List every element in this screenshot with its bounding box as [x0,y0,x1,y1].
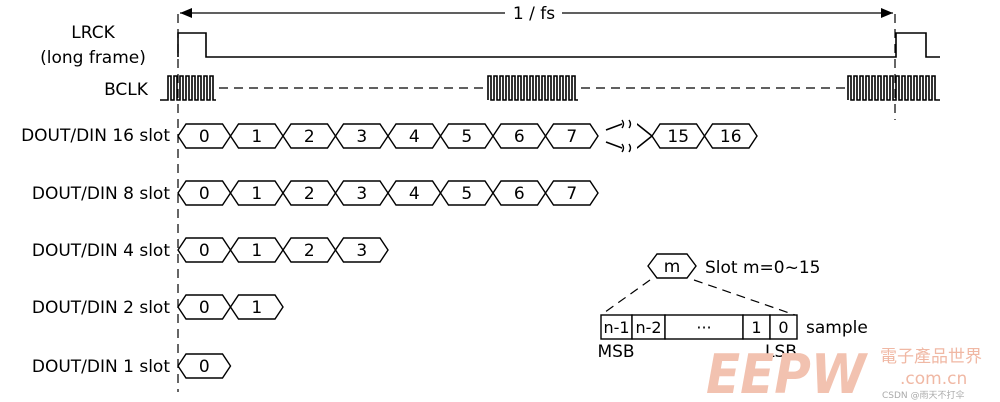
bit-cell-4 [769,314,798,340]
slot-label-16-4: 4 [409,127,420,147]
slot-label-4-2: 2 [304,241,315,261]
slot-label-16-8: 15 [667,127,689,147]
bclk-burst-end [847,75,940,101]
row-label-8-slot: DOUT/DIN 8 slot [32,184,170,204]
slot-cell-4-3 [334,237,389,263]
bit-cell-1 [631,314,666,340]
row-label-16-slot: DOUT/DIN 16 slot [21,126,170,146]
slot-m-cell [647,253,697,279]
period-arrow [180,8,893,18]
slot-label-16-0: 0 [199,127,210,147]
bit-cell-3 [742,314,771,340]
slot-cell-16-9 [703,123,758,149]
lrck-sublabel: (long frame) [40,48,146,68]
slot-cell-2-1 [229,294,284,320]
slot-m-caption: Slot m=0~15 [705,258,820,278]
csdn-credit: CSDN @雨天不打伞 [882,389,965,401]
bclk-burst-start [160,75,216,101]
slot-cell-16-7 [544,123,599,149]
slot-label-8-3: 3 [356,184,367,204]
msb-label: MSB [597,342,634,362]
bit-label-3: 1 [751,318,761,337]
slot-label-8-4: 4 [409,184,420,204]
slot-m-symbol: m [664,257,681,277]
slot-label-8-6: 6 [514,184,525,204]
slot-label-4-3: 3 [356,241,367,261]
row-label-1-slot: DOUT/DIN 1 slot [32,357,170,377]
bclk-label: BCLK [104,80,149,100]
eepw-watermark-logo: EEPW [706,343,868,402]
lsb-label: LSB [765,342,797,362]
slot-label-2-1: 1 [251,298,262,318]
slot-label-2-0: 0 [199,298,210,318]
slot-label-8-5: 5 [461,184,472,204]
expand-right-guide [693,279,796,316]
slot-label-4-0: 0 [199,241,210,261]
slot-label-16-9: 16 [720,127,742,147]
row-label-4-slot: DOUT/DIN 4 slot [32,241,170,261]
slot-label-8-7: 7 [566,184,577,204]
period-label: 1 / fs [513,4,555,24]
slot-label-8-0: 0 [199,184,210,204]
slot-rows: 0 1 2 3 4 5 6 7 15 16 0 1 2 3 4 5 6 7 0 1 2 3 0 1 0 [177,123,758,379]
slot-label-1-0: 0 [199,357,210,377]
bit-label-4: 0 [778,318,788,337]
slot-label-4-1: 1 [251,241,262,261]
slot-label-8-1: 1 [251,184,262,204]
bclk-burst-middle [487,75,578,101]
row-label-2-slot: DOUT/DIN 2 slot [32,298,170,318]
eepw-watermark-site: .com.cn [900,369,967,389]
slot-label-8-2: 2 [304,184,315,204]
lrck-waveform [177,32,940,58]
slot-label-16-3: 3 [356,127,367,147]
bit-label-1: n-2 [635,318,661,337]
slot-label-16-1: 1 [251,127,262,147]
expand-left-guide [600,279,651,316]
bclk-waveform [160,75,940,101]
slot-cell-1-0 [177,353,232,379]
slot-label-16-2: 2 [304,127,315,147]
slot-label-16-6: 6 [514,127,525,147]
eepw-watermark-site-cn: 電子產品世界 [880,347,982,367]
slot-break-mark [605,119,653,153]
slot-label-16-7: 7 [566,127,577,147]
slot-label-16-5: 5 [461,127,472,147]
slot-cell-8-7 [544,180,599,206]
bit-label-2: ··· [696,318,711,337]
bit-cell-0 [600,314,633,340]
lrck-label: LRCK [71,23,115,43]
sample-label: sample [806,318,868,338]
bit-label-0: n-1 [603,318,629,337]
